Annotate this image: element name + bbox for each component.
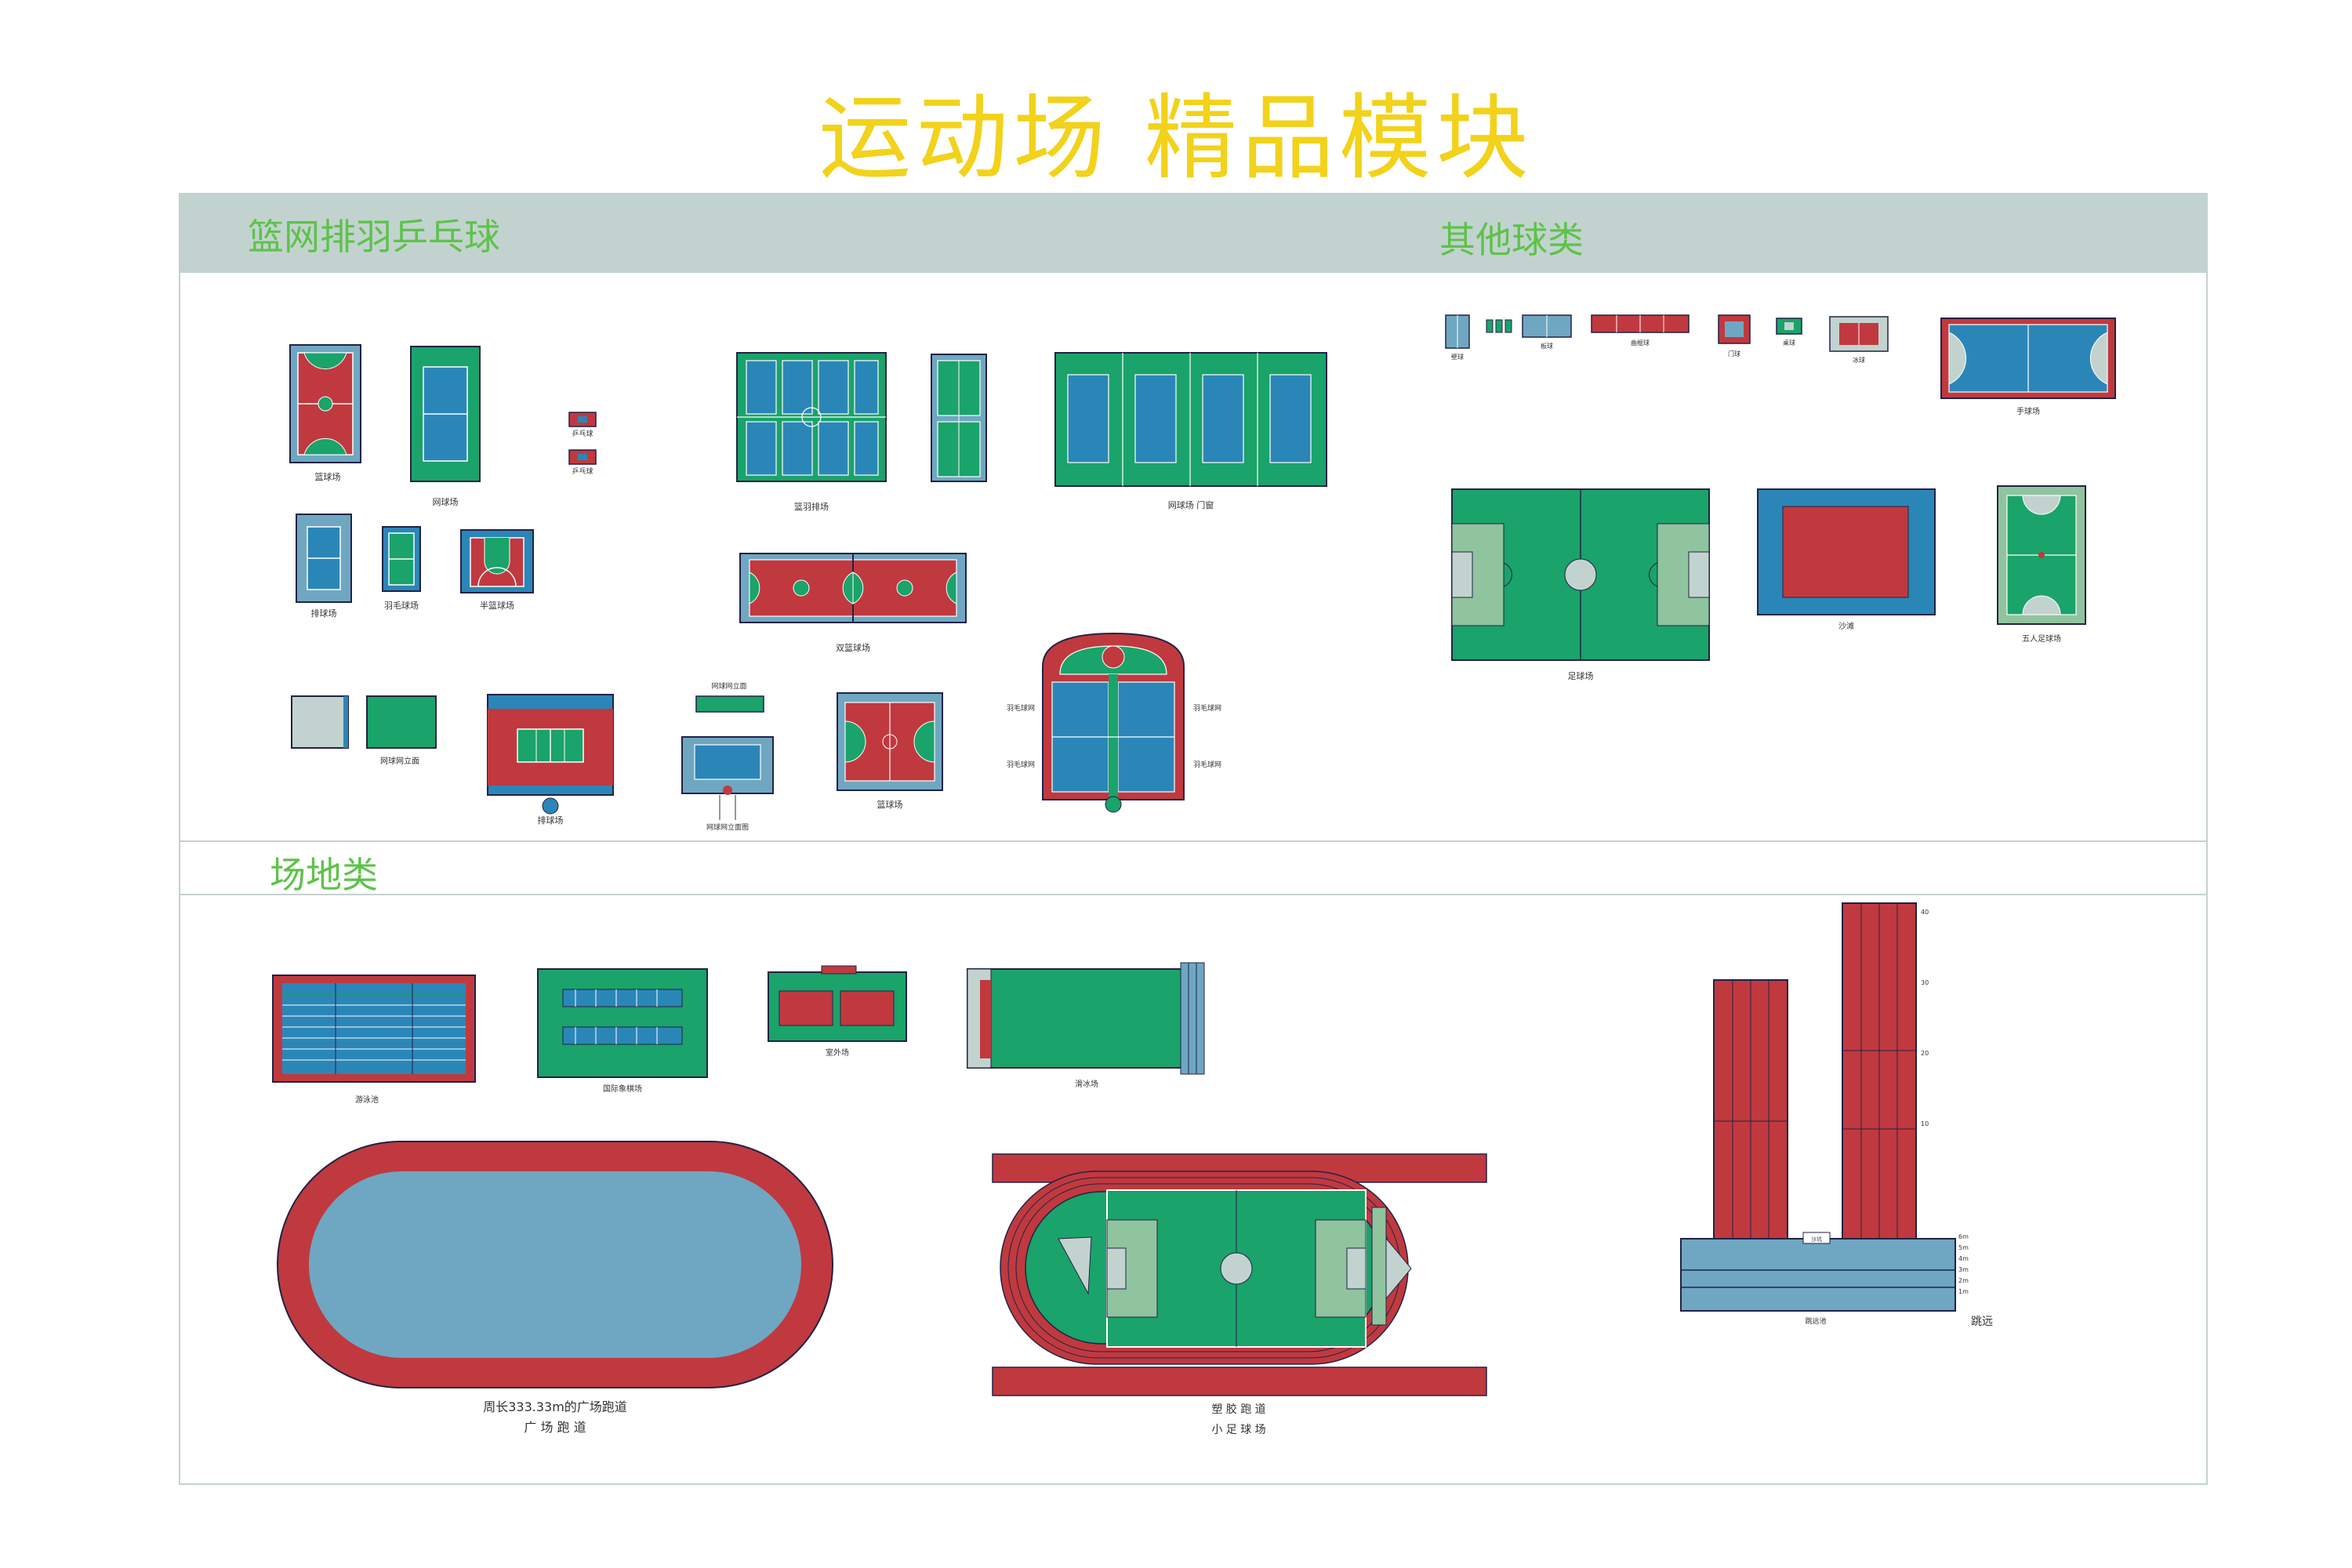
small-court-d[interactable]: [1591, 314, 1690, 333]
lane-mark: 10: [1921, 1120, 1929, 1127]
long-jump-pit[interactable]: [1680, 902, 1956, 1312]
section-divider-top: [179, 840, 2208, 842]
half-basketball-court[interactable]: [460, 529, 534, 593]
label-chess: 国际象棋场: [603, 1083, 642, 1094]
label-small-d: 门球: [1728, 350, 1740, 358]
pingpong-table-a[interactable]: [568, 412, 597, 427]
label-small-e: 桌球: [1783, 339, 1795, 347]
handball-court[interactable]: [1940, 318, 2116, 399]
label-badminton-1: 羽毛球场: [384, 600, 419, 611]
label-half-basketball: 半篮球场: [480, 600, 514, 611]
label-double-basketball: 双篮球场: [836, 642, 870, 653]
volleyball-field[interactable]: [487, 694, 614, 815]
lane-mark: 30: [1921, 979, 1929, 986]
label-side-b1: 羽毛球网: [1193, 703, 1221, 713]
jump-mark: 1m: [1958, 1288, 1969, 1295]
swimming-pool[interactable]: [272, 975, 476, 1083]
small-court-e[interactable]: [1718, 314, 1751, 344]
label-tennis-1: 网球场: [433, 496, 459, 507]
jump-mark: 6m: [1958, 1233, 1969, 1240]
label-other-court: 沙滩: [1838, 621, 1854, 631]
double-basketball-court[interactable]: [739, 553, 967, 623]
label-tennis-net-c: 网球网立面图: [706, 822, 749, 832]
volleyball-court-1[interactable]: [296, 514, 352, 603]
beach-court[interactable]: [1757, 488, 1936, 615]
label-handball: 手球场: [2016, 406, 2040, 416]
label-side-a1: 羽毛球网: [1007, 703, 1035, 713]
tennis-court-1[interactable]: [410, 346, 481, 482]
section-title-other: 其他球类: [1439, 219, 1584, 261]
tennis-net-elevation-a[interactable]: [291, 695, 437, 749]
label-side-b2: 羽毛球网: [1193, 760, 1221, 769]
label-volleyball-1: 排球场: [311, 608, 337, 619]
small-court-c[interactable]: [1522, 314, 1572, 338]
label-side-a2: 羽毛球网: [1007, 760, 1035, 769]
label-tennis-group: 网球场 门窗: [1168, 499, 1214, 510]
outdoor-field[interactable]: [768, 965, 907, 1042]
label-multi-court: 篮羽排场: [794, 501, 829, 512]
plastic-track-football[interactable]: [992, 1153, 1487, 1396]
jump-mark: 5m: [1958, 1244, 1969, 1251]
jump-distance-marks: 6m 5m 4m 3m 2m 1m: [1958, 1233, 1969, 1295]
label-small-a: 壁球: [1451, 353, 1464, 361]
badminton-combo-court[interactable]: [1042, 632, 1185, 813]
small-court-a[interactable]: [1445, 314, 1470, 349]
label-jump: 跳远池: [1805, 1316, 1826, 1326]
label-pingpong-a: 乒乓球: [572, 429, 593, 438]
tennis-court-group[interactable]: [1054, 352, 1327, 487]
pingpong-table-b[interactable]: [568, 449, 597, 465]
basketball-court-1[interactable]: [289, 344, 361, 463]
futsal-court[interactable]: [1997, 485, 2086, 625]
label-track2-a: 塑 胶 跑 道: [1211, 1403, 1265, 1416]
label-futsal: 五人足球场: [2022, 633, 2061, 644]
label-outdoor: 室外场: [826, 1047, 849, 1058]
label-track1-b: 广 场 跑 道: [524, 1420, 586, 1435]
label-tennis-net-b: 网球网立面: [711, 681, 746, 691]
label-tennis-net-a: 网球网立面: [380, 756, 419, 766]
lane-mark: 20: [1921, 1050, 1929, 1057]
label-small-f: 冰球: [1853, 356, 1865, 364]
basketball-court-2[interactable]: [837, 692, 943, 791]
label-small-c: 曲棍球: [1631, 339, 1650, 347]
skating-rink[interactable]: [967, 962, 1205, 1075]
tennis-net-elevation-b[interactable]: [681, 695, 774, 820]
jump-mark: 4m: [1958, 1255, 1969, 1262]
label-jump-box: 沙坑: [1811, 1236, 1822, 1243]
label-jump-caption: 跳远: [1971, 1316, 1993, 1328]
chess-field[interactable]: [537, 968, 708, 1078]
section-title-ball: 篮网排羽乒乓球: [248, 216, 500, 258]
jump-mark: 3m: [1958, 1266, 1969, 1273]
badminton-court-1[interactable]: [382, 526, 421, 592]
plaza-running-track[interactable]: [277, 1141, 833, 1388]
small-court-g[interactable]: [1829, 316, 1889, 352]
jump-mark: 2m: [1958, 1277, 1969, 1284]
label-basketball-1: 篮球场: [315, 471, 341, 482]
label-volleyball-field: 排球场: [538, 815, 564, 826]
label-swimming: 游泳池: [355, 1094, 379, 1105]
section-divider-bottom: [179, 894, 2208, 895]
label-skating: 滑冰场: [1075, 1079, 1098, 1089]
label-track1-a: 周长333.33m的广场跑道: [483, 1399, 627, 1414]
label-football: 足球场: [1568, 670, 1594, 681]
label-track2-b: 小 足 球 场: [1211, 1424, 1265, 1436]
football-field[interactable]: [1451, 488, 1710, 661]
lane-mark: 40: [1921, 909, 1929, 916]
header-band: [179, 193, 2208, 273]
small-court-b[interactable]: [1486, 319, 1512, 333]
label-pingpong-b: 乒乓球: [572, 466, 593, 476]
multi-sport-court[interactable]: [736, 352, 887, 482]
section-title-venue: 场地类: [270, 854, 378, 896]
small-court-f[interactable]: [1776, 318, 1802, 335]
module-panel: [179, 193, 2208, 1485]
page-title: 运动场 精品模块: [818, 84, 1534, 192]
side-basketball-pair[interactable]: [931, 354, 987, 482]
label-basketball-2: 篮球场: [877, 799, 903, 810]
lane-distance-marks: 40 30 20 10: [1921, 909, 1929, 1127]
label-small-b: 板球: [1541, 342, 1553, 350]
